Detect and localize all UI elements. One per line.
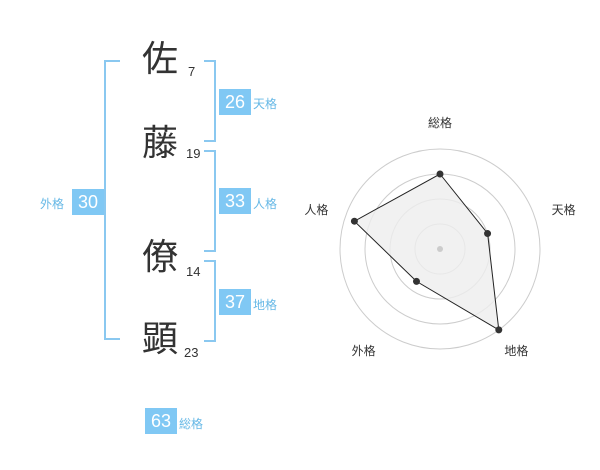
stroke-count-1: 7 xyxy=(188,64,196,79)
gaikaku-label: 外格 xyxy=(40,197,65,211)
stroke-count-2: 19 xyxy=(186,146,201,161)
tenkaku-badge: 26 xyxy=(219,89,251,115)
tenkaku-label: 天格 xyxy=(253,97,278,111)
chikaku-badge: 37 xyxy=(219,289,251,315)
gaikaku-badge: 30 xyxy=(72,189,104,215)
radar-point xyxy=(350,217,358,225)
radar-points xyxy=(350,170,503,334)
radar-axis-label: 総格 xyxy=(428,115,452,130)
jinkaku-badge: 33 xyxy=(219,188,251,214)
soukaku-label: 総格 xyxy=(179,417,204,431)
chikaku-label: 地格 xyxy=(253,298,278,312)
soukaku-badge: 63 xyxy=(145,408,177,434)
radar-axis-label: 外格 xyxy=(352,343,376,358)
name-char-2: 藤 xyxy=(142,123,179,164)
jinkaku-bracket xyxy=(204,150,216,252)
radar-ring xyxy=(339,148,541,350)
name-char-4: 顕 xyxy=(142,319,179,360)
radar-point xyxy=(436,170,444,178)
stroke-count-4: 23 xyxy=(184,345,199,360)
chikaku-bracket xyxy=(204,260,216,342)
jinkaku-label: 人格 xyxy=(253,197,278,211)
radar-axis-label: 地格 xyxy=(504,343,528,358)
gaikaku-bracket xyxy=(104,60,120,340)
radar-axis-label: 天格 xyxy=(552,202,576,217)
name-char-1: 佐 xyxy=(142,39,179,80)
radar-polygon xyxy=(353,173,500,331)
radar-center-dot xyxy=(437,246,443,252)
radar-axis-label: 人格 xyxy=(304,202,328,217)
tenkaku-bracket xyxy=(204,60,216,142)
name-char-3: 僚 xyxy=(142,237,179,278)
radar-point xyxy=(495,326,503,334)
radar-point xyxy=(412,277,420,285)
stroke-count-3: 14 xyxy=(186,264,201,279)
radar-point xyxy=(484,230,492,238)
